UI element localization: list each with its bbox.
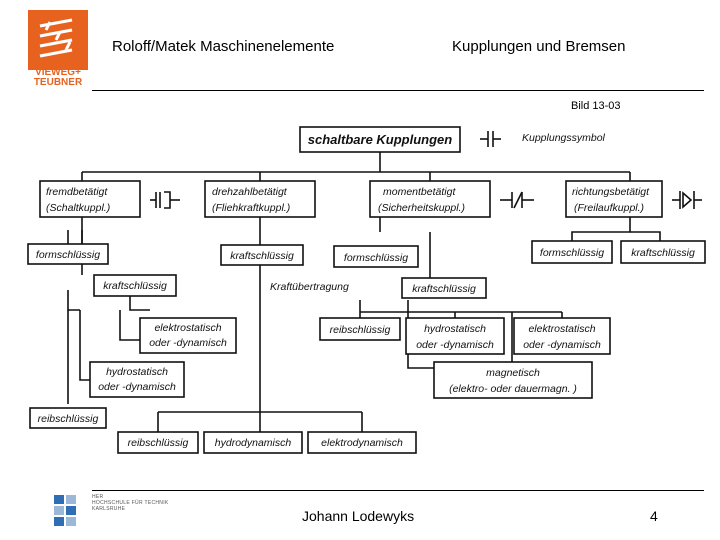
institution-line-3: KARLSRUHE <box>92 506 126 512</box>
category-fremdbetaetigt <box>39 180 141 218</box>
category-momentbetaetigt <box>369 180 491 218</box>
mb-magnetisch-line2: (elektro- oder dauermagn. ) <box>449 383 577 395</box>
mb-elektro-box <box>513 317 611 355</box>
mb-hydro-line2: oder -dynamisch <box>416 339 494 351</box>
mb-elektro-line1: elektrostatisch <box>528 323 595 335</box>
bottom-elektro-box <box>307 431 417 454</box>
fb-kraftschluessig-label: kraftschlüssig <box>103 280 167 292</box>
root-label: schaltbare Kupplungen <box>308 132 453 147</box>
category-richtungsbetaetigt-line1: richtungsbetätigt <box>572 186 650 198</box>
fb-elektro-box <box>139 317 237 354</box>
mb-kraftschluessig-box <box>401 277 487 299</box>
fb-reib-box <box>29 407 107 429</box>
bottom-elektro-label: elektrodynamisch <box>321 437 403 449</box>
mb-hydro-box <box>405 317 505 355</box>
bottom-reib-box <box>117 431 199 454</box>
category-drehzahlbetaetigt <box>204 180 316 218</box>
category-momentbetaetigt-line1: momentbetätigt <box>383 186 456 198</box>
bottom-hydro-label: hydrodynamisch <box>215 437 292 449</box>
institution-line-1: HER <box>92 494 104 500</box>
fb-formschluessig-box <box>27 243 109 265</box>
rb-kraftschluessig-box <box>620 240 706 264</box>
category-drehzahlbetaetigt-line2: (Fliehkraftkuppl.) <box>212 202 290 214</box>
footer-rule <box>92 490 704 491</box>
fb-elektro-line2: oder -dynamisch <box>149 337 227 349</box>
institution-line-2: HOCHSCHULE FÜR TECHNIK <box>92 500 169 506</box>
mb-elektro-line2: oder -dynamisch <box>523 339 601 351</box>
fb-hydro-line2: oder -dynamisch <box>98 381 176 393</box>
category-fremdbetaetigt-line2: (Schaltkuppl.) <box>46 202 110 214</box>
logo-arrows-icon <box>39 18 73 58</box>
mb-reib-box <box>319 317 401 341</box>
topic-title: Kupplungen und Bremsen <box>452 38 626 55</box>
mb-hydro-line1: hydrostatisch <box>424 323 486 335</box>
author-name: Johann Lodewyks <box>302 508 415 524</box>
header-rule <box>92 90 704 91</box>
rb-formschluessig-label: formschlüssig <box>540 247 604 259</box>
institution-name: HER HOCHSCHULE FÜR TECHNIK KARLSRUHE <box>92 494 169 512</box>
switch-coupling-icon <box>150 191 180 209</box>
mb-magnetisch-line1: magnetisch <box>486 367 540 379</box>
dz-kraftschluessig-box <box>220 244 304 266</box>
category-richtungsbetaetigt <box>565 180 663 218</box>
logo-line1: VIEWEG+ <box>35 67 81 78</box>
root-box <box>299 126 461 153</box>
category-drehzahlbetaetigt-line1: drehzahlbetätigt <box>212 186 288 198</box>
fb-reib-label: reibschlüssig <box>38 413 99 425</box>
mb-kraftschluessig-label: kraftschlüssig <box>412 283 476 295</box>
mb-magnetisch-box <box>433 361 593 399</box>
fb-formschluessig-label: formschlüssig <box>36 249 100 261</box>
logo-mark <box>28 10 88 70</box>
bottom-hydro-box <box>203 431 303 454</box>
rb-formschluessig-box <box>531 240 613 264</box>
category-fremdbetaetigt-line1: fremdbetätigt <box>46 186 108 198</box>
mb-reib-label: reibschlüssig <box>330 324 391 336</box>
fb-kraftschluessig-box <box>93 274 177 297</box>
page-number: 4 <box>650 508 658 524</box>
mb-formschluessig-label: formschlüssig <box>344 252 408 264</box>
logo-line2: TEUBNER <box>33 77 83 88</box>
course-title: Roloff/Matek Maschinenelemente <box>112 38 335 55</box>
hochschule-logo-icon <box>52 493 88 529</box>
rb-kraftschluessig-label: kraftschlüssig <box>631 247 695 259</box>
fb-elektro-line1: elektrostatisch <box>154 322 221 334</box>
fb-hydro-box <box>89 361 185 398</box>
vieweg-teubner-logo: VIEWEG+ TEUBNER <box>28 10 88 88</box>
mb-formschluessig-box <box>333 245 419 268</box>
dz-kraftschluessig-label: kraftschlüssig <box>230 250 294 262</box>
coupling-symbol-icon <box>480 131 501 147</box>
figure-label: Bild 13-03 <box>571 100 621 112</box>
kraftuebertragung-label: Kraftübertragung <box>270 281 349 293</box>
safety-coupling-icon <box>500 191 534 209</box>
category-richtungsbetaetigt-line2: (Freilaufkuppl.) <box>574 202 644 214</box>
fb-hydro-line1: hydrostatisch <box>106 366 168 378</box>
category-momentbetaetigt-line2: (Sicherheitskuppl.) <box>378 202 465 214</box>
symbol-legend: Kupplungssymbol <box>522 132 606 144</box>
bottom-reib-label: reibschlüssig <box>128 437 189 449</box>
freewheel-coupling-icon <box>672 191 702 209</box>
